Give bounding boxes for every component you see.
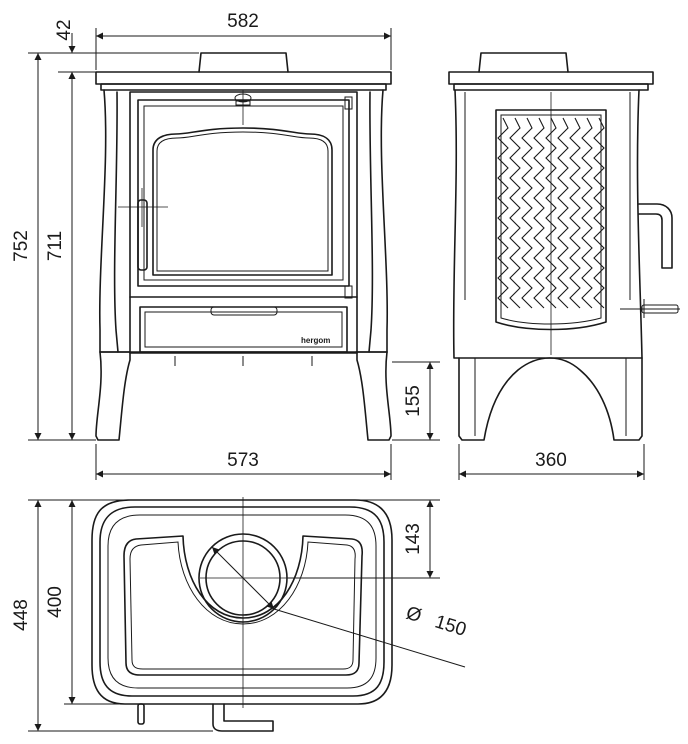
mesh-strand (581, 117, 593, 309)
mesh-strand (569, 117, 581, 309)
dim-top-width: 582 (227, 11, 259, 32)
mesh-strand (533, 117, 545, 309)
plan-air-control (137, 703, 145, 725)
dim-flue-diameter: 150 (432, 611, 468, 640)
mesh-strand (521, 117, 533, 309)
dim-plan-inner-depth: 400 (45, 586, 66, 618)
front-left-side (98, 89, 131, 353)
dim-depth: 360 (535, 450, 567, 471)
side-flue-collar (478, 52, 569, 73)
dim-leg-height: 155 (403, 385, 424, 417)
dim-flue-diameter-symbol: Ø (404, 603, 424, 627)
front-door-glass (152, 127, 333, 276)
side-top-plate (448, 71, 654, 85)
front-door (137, 99, 350, 287)
side-mesh-pattern (497, 117, 605, 309)
front-hinge-bottom (344, 285, 353, 299)
plan-view (91, 497, 393, 732)
plan-outer-outline (91, 499, 393, 705)
dim-base-width: 573 (227, 450, 259, 471)
side-view (448, 52, 680, 441)
dim-plan-outer-depth: 448 (11, 599, 32, 631)
front-left-leg (95, 351, 131, 441)
plan-handle (212, 703, 274, 732)
mesh-strand (557, 117, 569, 309)
front-flue-collar (198, 52, 289, 73)
front-top-plate (95, 71, 392, 85)
dim-total-height: 752 (11, 230, 32, 262)
side-legs-arch (458, 357, 643, 441)
front-drawer-handle (210, 306, 278, 316)
mesh-strand (497, 117, 509, 309)
side-handle (638, 203, 673, 269)
dim-flue-from-back: 143 (403, 523, 424, 555)
side-decorative-panel (495, 109, 607, 331)
plan-hob-plate (123, 535, 364, 676)
front-right-side (355, 89, 389, 353)
front-right-leg (356, 351, 392, 441)
front-view: hergom (95, 52, 392, 441)
front-hinge-top (344, 96, 353, 110)
side-body (452, 89, 643, 359)
mesh-strand (593, 117, 605, 309)
front-ash-drawer (139, 306, 348, 353)
side-air-control (641, 304, 679, 314)
front-door-handle (137, 199, 148, 271)
brand-label: hergom (301, 336, 330, 345)
dim-flue-offset: 42 (54, 19, 75, 40)
mesh-strand (509, 117, 521, 309)
front-frame (129, 91, 358, 354)
dim-body-height: 711 (45, 231, 66, 261)
